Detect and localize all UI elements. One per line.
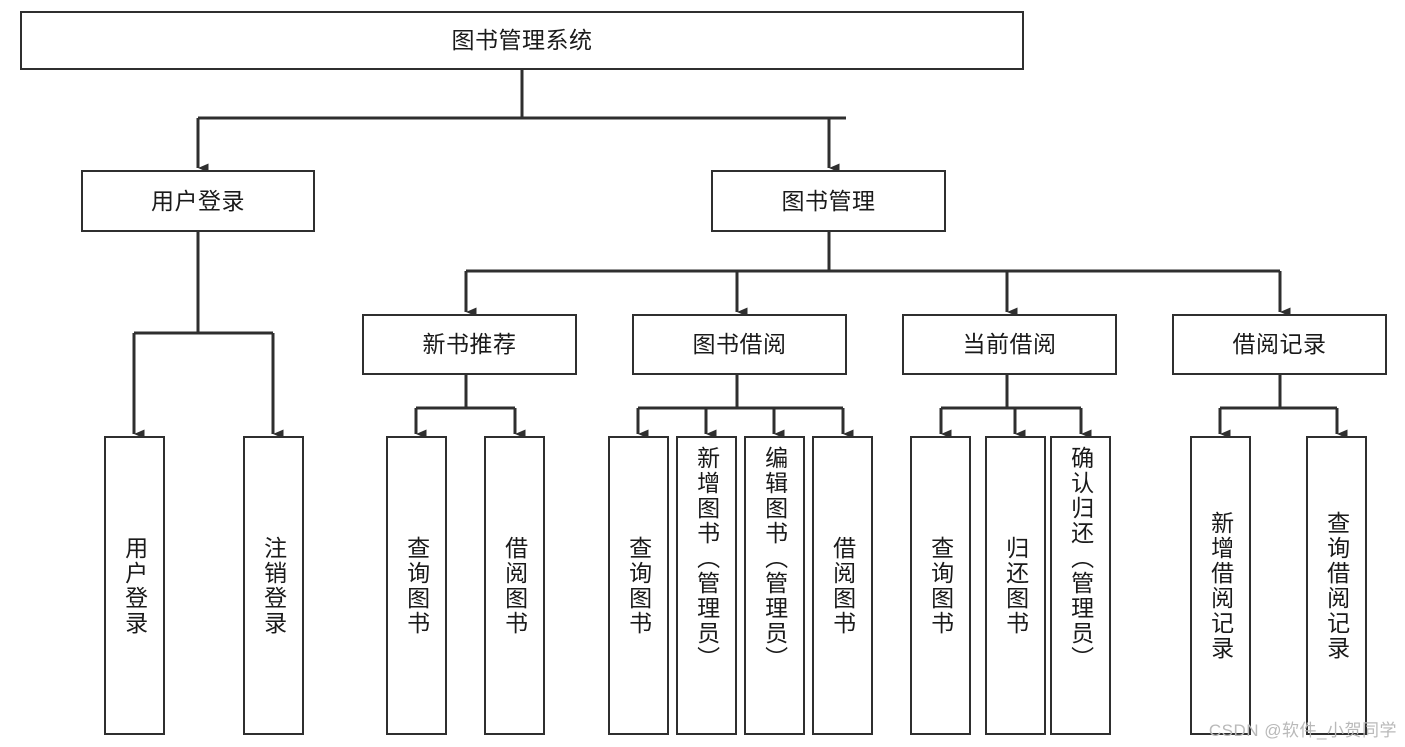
node-borrow-records[interactable]: 借阅记录 — [1172, 314, 1387, 375]
node-leaf-label: 借阅图书 — [829, 535, 856, 636]
node-root[interactable]: 图书管理系统 — [20, 11, 1024, 70]
connectors-current-to-leaves — [939, 375, 1092, 439]
node-book-borrow[interactable]: 图书借阅 — [632, 314, 847, 375]
node-leaf-label: 查询图书 — [403, 535, 430, 636]
node-leaf-label: 编辑图书（管理员） — [761, 446, 788, 671]
connectors-records-to-leaves — [1218, 375, 1348, 439]
node-leaf[interactable]: 新增借阅记录 — [1190, 436, 1251, 735]
node-book-management-label: 图书管理 — [781, 187, 876, 214]
node-leaf-label: 借阅图书 — [501, 535, 528, 636]
node-leaf-label: 查询图书 — [927, 535, 954, 636]
node-book-management[interactable]: 图书管理 — [711, 170, 946, 232]
node-user-login-label: 用户登录 — [151, 187, 245, 214]
connectors-borrow-to-leaves — [636, 375, 854, 439]
node-leaf[interactable]: 注销登录 — [243, 436, 304, 735]
node-leaf[interactable]: 查询图书 — [910, 436, 971, 735]
node-leaf[interactable]: 用户登录 — [104, 436, 165, 735]
node-leaf[interactable]: 归还图书 — [985, 436, 1046, 735]
node-leaf[interactable]: 查询借阅记录 — [1306, 436, 1367, 735]
connectors-userlogin-to-leaves — [132, 232, 284, 439]
node-leaf[interactable]: 查询图书 — [386, 436, 447, 735]
node-leaf-label: 注销登录 — [260, 535, 287, 636]
connectors-root-to-level2 — [196, 70, 846, 173]
node-leaf-label: 用户登录 — [121, 535, 148, 636]
node-new-book-recommend-label: 新书推荐 — [422, 331, 517, 358]
node-borrow-records-label: 借阅记录 — [1232, 331, 1327, 358]
node-leaf[interactable]: 借阅图书 — [812, 436, 873, 735]
connectors-bookmgmt-to-level3 — [464, 232, 1291, 317]
node-leaf[interactable]: 确认归还（管理员） — [1050, 436, 1111, 735]
node-leaf[interactable]: 借阅图书 — [484, 436, 545, 735]
node-leaf-label: 新增借阅记录 — [1207, 510, 1234, 661]
connectors-newbook-to-leaves — [414, 375, 526, 439]
node-leaf[interactable]: 新增图书（管理员） — [676, 436, 737, 735]
node-leaf-label: 确认归还（管理员） — [1067, 446, 1094, 671]
node-new-book-recommend[interactable]: 新书推荐 — [362, 314, 577, 375]
node-current-borrow[interactable]: 当前借阅 — [902, 314, 1117, 375]
node-leaf-label: 查询图书 — [625, 535, 652, 636]
node-book-borrow-label: 图书借阅 — [692, 331, 787, 358]
node-leaf-label: 归还图书 — [1002, 535, 1029, 636]
node-current-borrow-label: 当前借阅 — [962, 331, 1057, 358]
node-leaf[interactable]: 编辑图书（管理员） — [744, 436, 805, 735]
node-leaf-label: 查询借阅记录 — [1323, 510, 1350, 661]
node-root-label: 图书管理系统 — [451, 27, 593, 54]
node-user-login[interactable]: 用户登录 — [81, 170, 315, 232]
node-leaf-label: 新增图书（管理员） — [693, 446, 720, 671]
node-leaf[interactable]: 查询图书 — [608, 436, 669, 735]
